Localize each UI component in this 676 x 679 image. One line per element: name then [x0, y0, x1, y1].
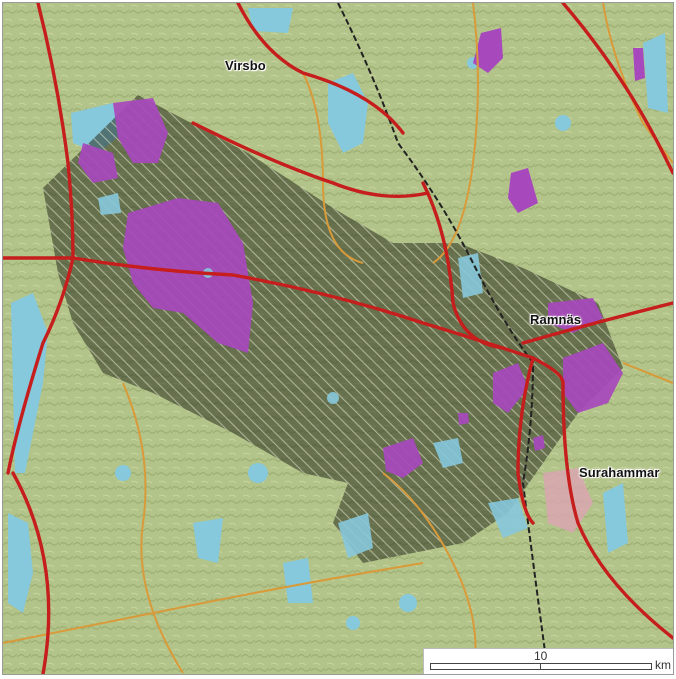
scale-bar: 10 km	[423, 648, 673, 674]
road-north-east	[421, 181, 505, 350]
purple-small-1	[458, 413, 469, 425]
minor-road-7	[622, 362, 673, 384]
purple-mid-west	[123, 198, 253, 353]
minor-road-6	[382, 472, 477, 674]
purple-areas-outside	[473, 28, 645, 213]
minor-road-4	[602, 3, 673, 164]
scale-track	[430, 663, 652, 670]
pond-4	[346, 616, 360, 630]
purple-ramnas-east	[563, 343, 623, 413]
minor-roads	[3, 3, 673, 674]
purple-areas-inside	[78, 98, 623, 478]
road-west-north	[6, 3, 75, 475]
road-northeast-diag	[191, 121, 430, 198]
lake-south-center	[283, 558, 313, 603]
pond-3	[555, 115, 571, 131]
purple-south	[383, 438, 423, 478]
water-inside-zone	[98, 193, 528, 558]
lake-top-left	[248, 8, 293, 33]
road-east	[521, 301, 673, 345]
scale-segment-left	[431, 664, 541, 669]
purple-north-2	[508, 168, 538, 213]
lake-zone-center	[433, 438, 463, 468]
minor-road-5	[122, 382, 184, 674]
purple-northwest-2	[78, 143, 118, 183]
lake-zone-east	[458, 253, 483, 298]
road-ramnas-south	[516, 356, 535, 525]
pond-zone-1	[327, 392, 339, 404]
lake-east-south	[603, 483, 628, 553]
scale-segment-right	[540, 664, 651, 669]
road-virsbo	[236, 3, 405, 135]
minor-road-2	[3, 562, 424, 644]
purple-north-1	[473, 28, 503, 73]
major-roads	[3, 3, 673, 674]
lake-zone-west	[98, 193, 121, 215]
place-label-virsbo: Virsbo	[225, 58, 266, 73]
minor-road-1	[302, 72, 364, 264]
map-canvas[interactable]	[3, 3, 673, 674]
pond-2	[399, 594, 417, 612]
lake-southwest	[8, 513, 33, 613]
minor-road-3	[432, 3, 479, 264]
purple-ramnas-sw	[493, 363, 528, 413]
urban-surahammar	[543, 468, 593, 533]
water-bodies	[8, 8, 668, 630]
road-north-edge	[561, 3, 673, 175]
scale-value: 10	[534, 649, 548, 663]
lake-virsbo	[328, 73, 368, 153]
purple-top-right	[633, 48, 645, 81]
lake-zone-southeast	[488, 498, 528, 538]
road-south-west	[11, 471, 51, 674]
purple-northwest	[113, 98, 168, 163]
scale-unit: km	[655, 658, 671, 672]
lake-zone-south	[338, 513, 373, 558]
pond-1	[248, 463, 268, 483]
pond-5	[115, 465, 131, 481]
place-label-ramnas: Ramnäs	[530, 312, 582, 327]
purple-small-2	[533, 435, 545, 451]
lake-north-right	[643, 33, 668, 113]
lake-mid-south	[193, 518, 223, 563]
place-label-surahammar: Surahammar	[579, 465, 660, 480]
road-ramnas-southeast	[561, 381, 673, 640]
